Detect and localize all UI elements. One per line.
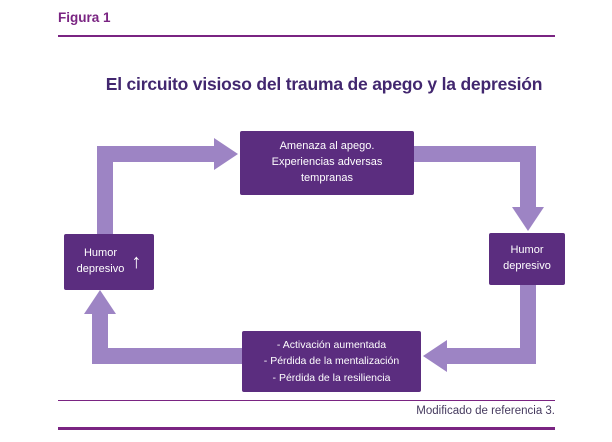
node-text: Humor depresivo: [77, 246, 125, 278]
arrow-segment-horizontal: [447, 348, 536, 364]
node-text-line: Humor: [83, 247, 117, 260]
node-text-line: depresivo: [503, 260, 551, 272]
figure-title: El circuito visioso del trauma de apego …: [105, 74, 543, 94]
arrow-segment-vertical: [520, 285, 536, 364]
arrow-segment-horizontal: [92, 348, 242, 364]
arrow-segment-horizontal: [414, 146, 536, 162]
arrowhead-down-icon: [512, 207, 544, 231]
arrow-segment-vertical: [97, 146, 113, 234]
arrowhead-left-icon: [423, 340, 447, 372]
top-rule: [58, 35, 555, 37]
node-activation-effects: - Activación aumentada - Pérdida de la m…: [242, 331, 421, 392]
node-depressive-mood-left: Humor depresivo ↑: [64, 234, 154, 290]
node-depressive-mood-right: Humor depresivo: [489, 233, 565, 285]
increase-arrow-icon: ↑: [131, 251, 142, 273]
node-text-line: depresivo: [76, 263, 125, 275]
node-text-line: - Pérdida de la resiliencia: [272, 371, 391, 384]
node-text-line: - Activación aumentada: [276, 339, 387, 352]
node-text-line: tempranas: [301, 171, 353, 184]
node-text-line: - Pérdida de la mentalización: [263, 355, 400, 368]
arrowhead-right-icon: [214, 138, 238, 170]
figure-footnote: Modificado de referencia 3.: [416, 405, 555, 417]
node-text-line: Experiencias adversas: [271, 156, 383, 169]
arrow-segment-vertical: [92, 314, 108, 364]
arrow-segment-horizontal: [97, 146, 214, 162]
footnote-rule: [58, 400, 555, 401]
arrowhead-up-icon: [84, 290, 116, 314]
node-attachment-threat: Amenaza al apego. Experiencias adversas …: [240, 131, 414, 195]
arrow-segment-vertical: [520, 146, 536, 207]
figure-label: Figura 1: [58, 10, 111, 25]
node-text-line: Amenaza al apego.: [279, 140, 375, 153]
node-text-line: Humor: [510, 244, 544, 257]
bottom-rule: [58, 427, 555, 430]
